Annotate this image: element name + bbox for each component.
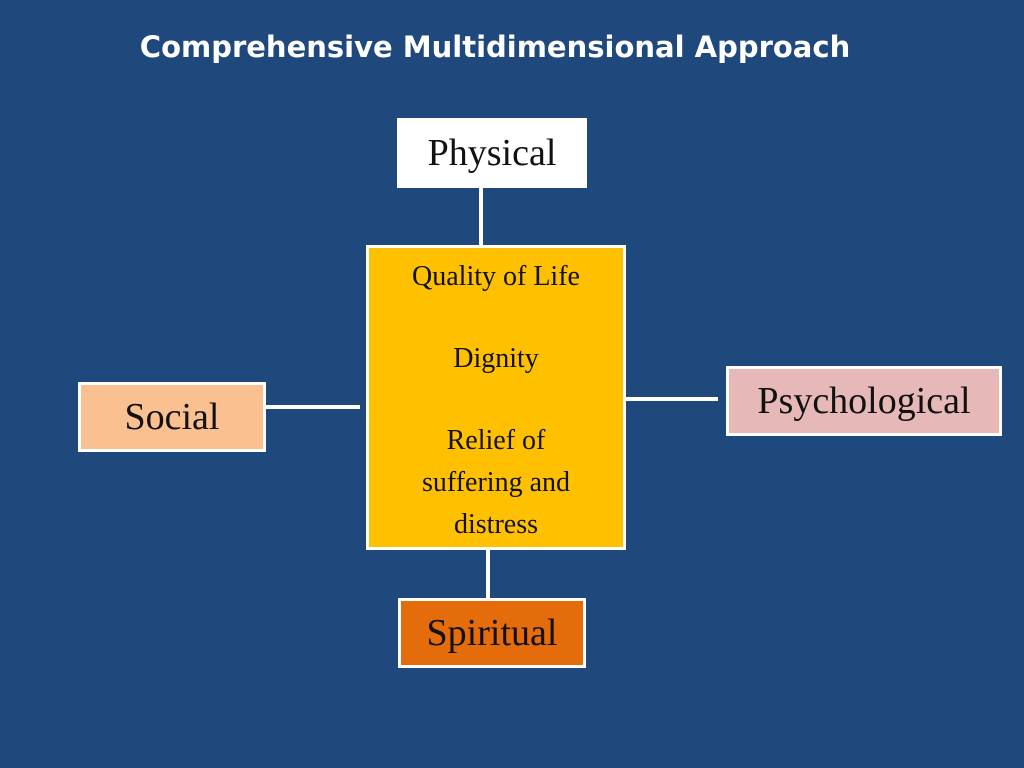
center-line-suffering: suffering and [422, 467, 570, 498]
connector-top [479, 186, 483, 246]
center-line-relief: Relief of [446, 425, 546, 456]
center-line-distress: distress [454, 509, 538, 540]
node-psychological: Psychological [726, 366, 1002, 436]
node-spiritual: Spiritual [398, 598, 586, 668]
connector-left [264, 405, 360, 409]
node-spiritual-label: Spiritual [426, 612, 558, 654]
node-physical: Physical [397, 118, 587, 188]
node-social: Social [78, 382, 266, 452]
connector-right [626, 397, 718, 401]
slide-title: Comprehensive Multidimensional Approach [139, 30, 851, 64]
center-line-dignity: Dignity [453, 343, 539, 374]
connector-bottom [486, 549, 490, 601]
node-physical-label: Physical [427, 132, 557, 174]
node-social-label: Social [124, 396, 220, 438]
node-psychological-label: Psychological [757, 380, 971, 422]
center-box: Quality of Life Dignity Relief of suffer… [366, 245, 626, 550]
center-line-quality: Quality of Life [412, 261, 580, 292]
